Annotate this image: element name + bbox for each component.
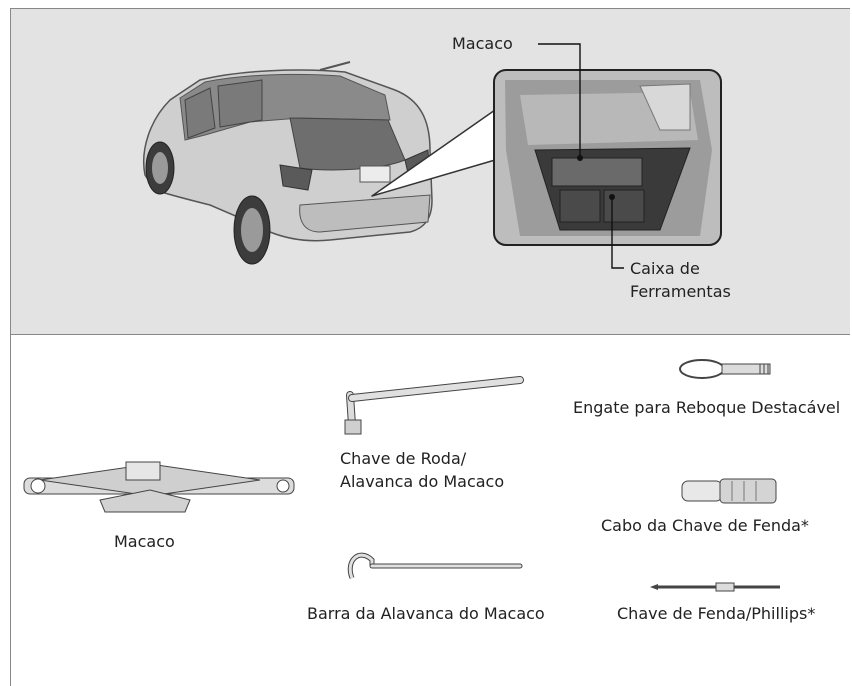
screwdriver-label: Chave de Fenda/Phillips*: [617, 604, 816, 623]
screwdriver-illustration: [650, 582, 780, 592]
jack-handle-bar-illustration: [347, 552, 523, 579]
wheel-wrench-label-line2: Alavanca do Macaco: [340, 472, 505, 491]
toolbox-leader-dot: [609, 194, 615, 200]
car-illustration: [143, 61, 433, 265]
jack-illustration: [23, 461, 295, 513]
jack-leader-dot: [577, 155, 583, 161]
toolbox-label-line2: Ferramentas: [630, 282, 731, 301]
wheel-wrench-illustration: [344, 376, 524, 435]
screwdriver-handle-label: Cabo da Chave de Fenda*: [601, 516, 809, 535]
towing-hook-illustration: [679, 359, 771, 379]
jack-handle-bar-label: Barra da Alavanca do Macaco: [307, 604, 545, 623]
toolbox-leader-line: [611, 197, 624, 269]
screwdriver-handle-illustration: [681, 478, 777, 504]
wheel-wrench-label-line1: Chave de Roda/: [340, 449, 467, 468]
jack-location-label: Macaco: [452, 34, 513, 53]
jack-leader-line: [538, 43, 581, 158]
trunk-inset: [493, 69, 722, 246]
towing-hook-label: Engate para Reboque Destacável: [573, 398, 841, 417]
jack-tool-label: Macaco: [114, 532, 175, 551]
toolbox-label-line1: Caixa de: [630, 259, 700, 278]
